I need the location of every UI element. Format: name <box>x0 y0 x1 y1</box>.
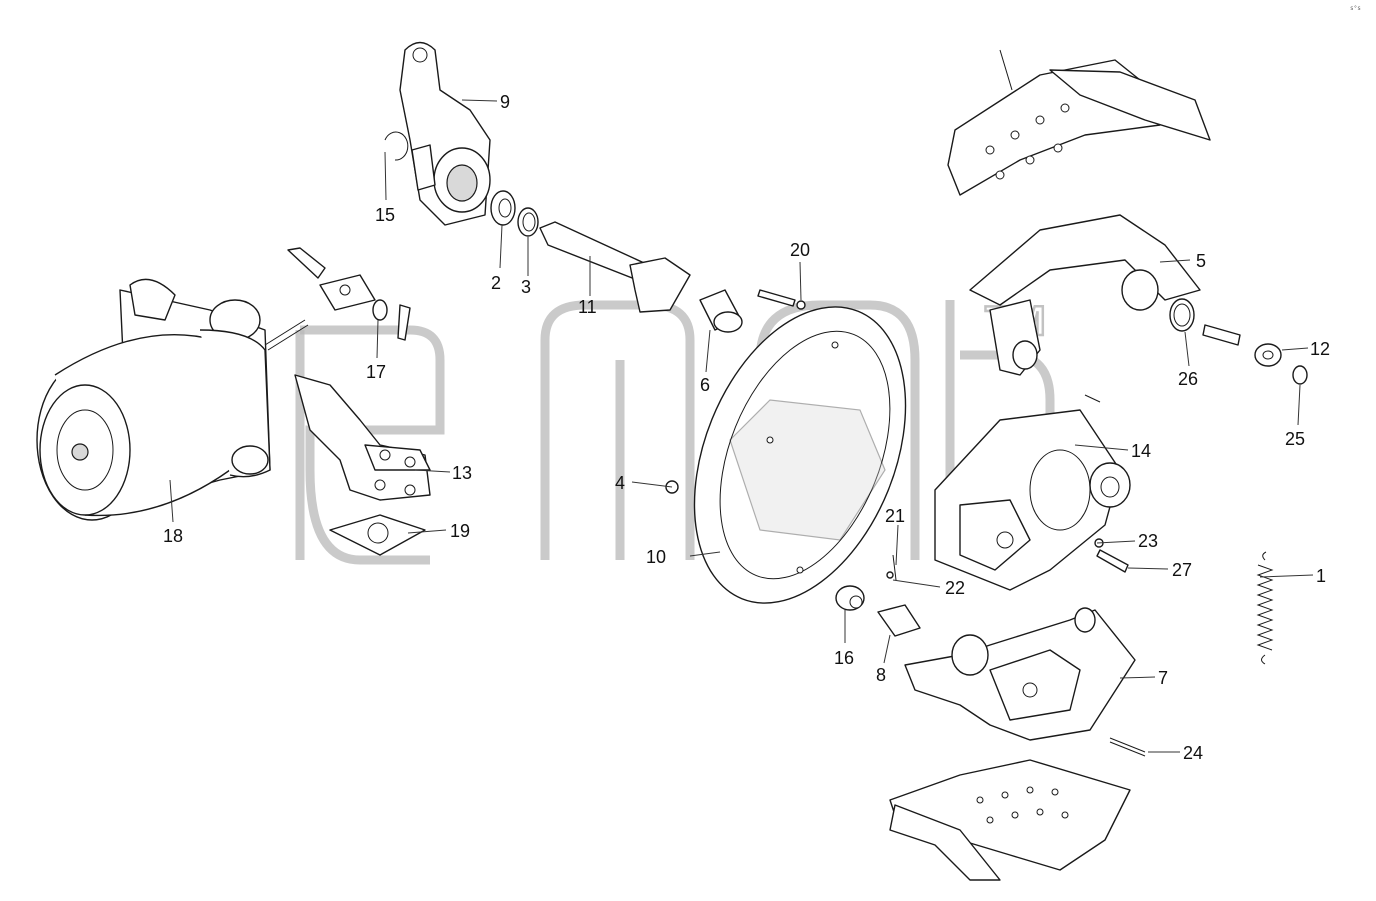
callout-11: 11 <box>578 297 597 317</box>
brake-shoe-upper <box>969 214 1201 376</box>
pin-21 <box>886 554 897 581</box>
lining-rivet-holes-bottom <box>976 786 1069 824</box>
callout-10: 10 <box>646 547 666 567</box>
pin-and-roller-12 <box>1202 324 1282 367</box>
bolt-20 <box>757 289 806 310</box>
brake-lining-bottom <box>889 759 1131 881</box>
callout-7: 7 <box>1158 668 1168 688</box>
callout-8: 8 <box>876 665 886 685</box>
leader-lines <box>169 99 1314 753</box>
callout-1: 1 <box>1316 566 1326 586</box>
lining-rivet-holes <box>985 103 1070 180</box>
callout-19: 19 <box>450 521 470 541</box>
callout-17: 17 <box>366 362 386 382</box>
camshaft <box>539 221 691 313</box>
circlip-25 <box>1292 365 1308 385</box>
callout-23: 23 <box>1138 531 1158 551</box>
bushing-6 <box>699 289 743 333</box>
callout-9: 9 <box>500 92 510 112</box>
circlip-15 <box>384 131 409 161</box>
brake-shoe-lower <box>904 607 1136 741</box>
callout-26: 26 <box>1178 369 1198 389</box>
callout-24: 24 <box>1183 743 1203 763</box>
brake-lining-top <box>947 49 1211 196</box>
clevis-and-pin <box>287 247 411 341</box>
callout-27: 27 <box>1172 560 1192 580</box>
backing-plate <box>693 306 907 604</box>
return-spring <box>1256 551 1274 665</box>
callout-13: 13 <box>452 463 472 483</box>
callout-25: 25 <box>1285 429 1305 449</box>
bolt-27 <box>1094 538 1129 573</box>
brake-spider <box>934 394 1131 591</box>
ring-3 <box>517 207 539 237</box>
callout-15: 15 <box>375 205 395 225</box>
pin-24 <box>1109 737 1146 757</box>
callout-2: 2 <box>491 273 501 293</box>
ring-26 <box>1169 298 1195 332</box>
callout-16: 16 <box>834 648 854 668</box>
callout-20: 20 <box>790 240 810 260</box>
callout-6: 6 <box>700 375 710 395</box>
washer-2 <box>490 190 516 226</box>
bushing-8 <box>877 604 921 637</box>
callout-labels: 1 2 3 4 5 6 7 8 9 10 11 12 13 14 15 16 1… <box>163 92 1330 763</box>
chamber-bracket <box>294 374 431 501</box>
callout-21: 21 <box>885 506 905 526</box>
roller-16 <box>835 585 865 611</box>
callout-4: 4 <box>615 473 625 493</box>
corner-code: s°s <box>1350 5 1361 12</box>
callout-12: 12 <box>1310 339 1330 359</box>
callout-3: 3 <box>521 277 531 297</box>
callout-5: 5 <box>1196 251 1206 271</box>
brake-chamber <box>36 278 309 521</box>
callout-18: 18 <box>163 526 183 546</box>
callout-22: 22 <box>945 578 965 598</box>
gasket <box>329 514 426 556</box>
slack-adjuster <box>399 41 491 226</box>
callout-14: 14 <box>1131 441 1151 461</box>
